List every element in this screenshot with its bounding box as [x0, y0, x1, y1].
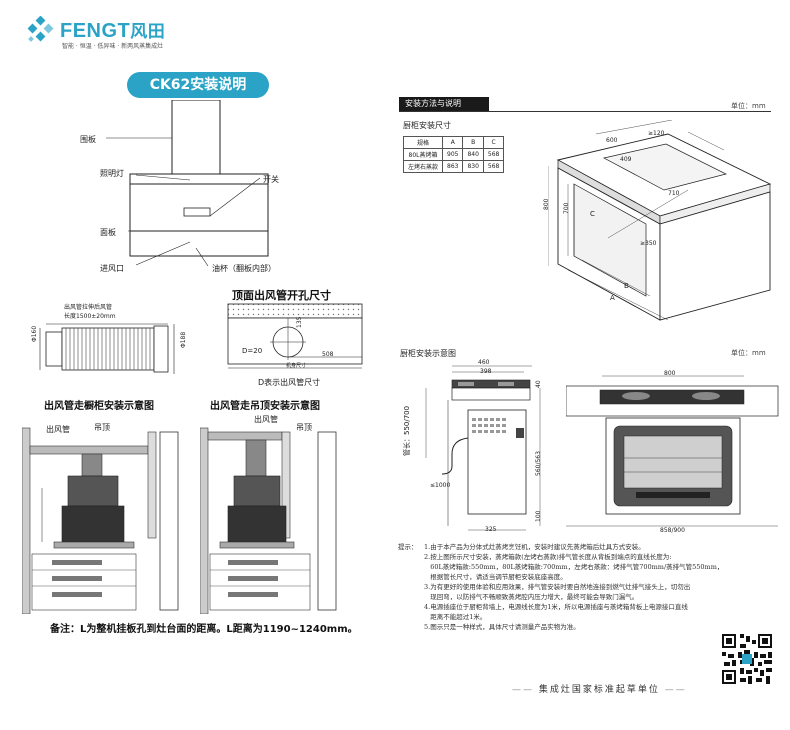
duct-dia-left: Φ160 — [31, 325, 38, 342]
install-note: 备注：L为整机挂板孔到灶台面的距离。L距离为1190~1240mm。 — [50, 624, 358, 635]
dim-700: 700 — [563, 202, 570, 214]
table-header: 规格 — [402, 136, 444, 149]
table-cell: 568 — [482, 160, 505, 173]
cabinet-dims-table: 规格 A B C 80L蒸烤箱 905 840 568 左烤右蒸款 863 83… — [402, 136, 505, 173]
table-cell: 568 — [482, 148, 505, 161]
dim-b: B — [624, 282, 629, 290]
table-header-row: 规格 A B C — [402, 136, 505, 149]
side-dim-560: 560/563 — [535, 451, 542, 476]
label-enclosure: 围板 — [80, 135, 96, 144]
cabinet-iso-diagram — [548, 120, 772, 321]
top-hole-machine-size: 机身尺寸 — [286, 363, 307, 369]
flex-duct-diagram — [39, 323, 175, 374]
table-row: 80L蒸烤箱 905 840 568 — [402, 148, 505, 161]
ceiling-duct-diagram — [200, 427, 337, 614]
tip-item: 60L蒸烤箱款:550mm，80L蒸烤箱款:700mm，左烤右蒸款：烤排气管70… — [424, 563, 724, 571]
table-cell: 左烤右蒸款 — [402, 160, 444, 173]
side-dim-40: 40 — [535, 380, 542, 388]
table-header: A — [442, 136, 464, 149]
tips-heading: 提示： — [398, 543, 418, 551]
brand-tagline: 智能 · 恒温 · 低异味 · 新两风蒸集成灶 — [62, 43, 164, 50]
cabinet-dims-title: 厨柜安装尺寸 — [403, 121, 451, 130]
top-hole-diagram — [227, 303, 363, 369]
cabinet-duct-diagram — [22, 427, 179, 614]
unit-label-2: 单位：mm — [731, 349, 766, 357]
front-dim-800: 800 — [664, 370, 676, 377]
side-dim-398: 398 — [480, 368, 492, 375]
top-hole-title: 顶面出风管开孔尺寸 — [232, 289, 331, 302]
cabinet-front-view — [566, 375, 779, 527]
tip-item: 现回弯，以防排气不畅顺致蒸烤腔内压力增大，最终可能会导致门漏气。 — [424, 593, 639, 601]
top-hole-d-caption: D表示出风管尺寸 — [258, 378, 321, 387]
label-inlet: 进风口 — [100, 264, 124, 273]
tip-item: 3.为有更好的使用体验和应用效果，排气管安装时要自然地连接到燃气灶排气接头上，切… — [424, 583, 691, 591]
tip-item: 根据管长尺寸，请适当调节厨柜安装底座高度。 — [424, 573, 567, 581]
unit-label-1: 单位：mm — [731, 102, 766, 110]
duct-caption: 出风管拉伸后风管 长度1500±20mm — [64, 304, 116, 320]
tip-item: 2.按上图所示尺寸安装，蒸烤箱款(左烤右蒸款)排气管长度从背板到端点的直线长度为… — [424, 553, 672, 561]
label-oil-cup: 油杯（翻板内部） — [212, 264, 276, 273]
side-dim-460: 460 — [478, 359, 490, 366]
footer-standard: —— 集成灶国家标准起草单位 —— — [512, 685, 687, 695]
qr-code-icon — [720, 632, 774, 686]
dim-a: A — [610, 294, 615, 302]
table-header: C — [482, 136, 505, 149]
tip-item: 4.电源插座位于厨柜背墙上，电源线长度为1米，所以电源插座与蒸烤箱背板上电源接口… — [424, 603, 688, 611]
hood-front-diagram — [106, 100, 269, 267]
dim-600: 600 — [606, 137, 618, 144]
schematic-title: 厨柜安装示意图 — [400, 349, 456, 358]
table-header: B — [462, 136, 484, 149]
top-hole-d-label: D=20 — [242, 347, 263, 355]
label-panel: 面板 — [100, 228, 116, 237]
diagram-b-duct-label: 出风管 — [254, 415, 278, 424]
label-lamp: 照明灯 — [100, 169, 124, 178]
table-cell: 830 — [462, 160, 484, 173]
diagram-a-title: 出风管走橱柜安装示意图 — [44, 401, 154, 412]
tip-item: 5.图示只是一种样式，具体尺寸请测量产品实物为准。 — [424, 623, 580, 631]
side-dim-325: 325 — [485, 526, 497, 533]
top-hole-dim-508: 508 — [322, 351, 334, 358]
brand-name: FENGT风田 — [60, 20, 166, 42]
side-dim-100: 100 — [535, 510, 542, 522]
table-cell: 863 — [442, 160, 464, 173]
dim-350: ≥350 — [640, 240, 657, 247]
side-dim-1000: ≤1000 — [430, 482, 451, 489]
table-cell: 905 — [442, 148, 464, 161]
label-switch: 开关 — [263, 175, 279, 184]
table-cell: 840 — [462, 148, 484, 161]
top-hole-dim-135: 135 — [296, 316, 303, 328]
section-title: 安装方法与说明 — [399, 97, 489, 111]
page-title: CK62安装说明 — [127, 72, 269, 98]
tips-list: 1.由于本产品为分体式灶蒸烤烹饪机，安装时建议先蒸烤箱后灶具方式安装。 2.按上… — [424, 542, 723, 632]
brand-logo: FENGT风田 智能 · 恒温 · 低异味 · 新两风蒸集成灶 — [26, 16, 226, 50]
dim-800: 800 — [543, 198, 550, 210]
side-pipe-length: 管长：550/700 — [403, 405, 411, 456]
table-row: 左烤右蒸款 863 830 568 — [402, 160, 505, 173]
brand-mark-icon — [27, 16, 54, 42]
tip-item: 1.由于本产品为分体式灶蒸烤烹饪机，安装时建议先蒸烤箱后灶具方式安装。 — [424, 543, 645, 551]
dim-120: ≥120 — [648, 130, 665, 137]
table-cell: 80L蒸烤箱 — [402, 148, 444, 161]
front-dim-858: 858/900 — [660, 527, 685, 534]
diagram-a-ceiling-label: 吊顶 — [94, 423, 110, 432]
diagram-b-title: 出风管走吊顶安装示意图 — [210, 401, 320, 412]
diagram-b-ceiling-label: 吊顶 — [296, 423, 312, 432]
cabinet-side-view — [425, 365, 541, 531]
duct-dia-right: Φ188 — [180, 331, 187, 348]
dim-710: 710 — [668, 190, 680, 197]
dim-c: C — [590, 210, 595, 218]
section-rule — [399, 111, 771, 112]
diagram-a-duct-label: 出风管 — [46, 425, 70, 434]
tip-item: 距离不能超过1米。 — [424, 613, 487, 621]
dim-409: 409 — [620, 156, 632, 163]
